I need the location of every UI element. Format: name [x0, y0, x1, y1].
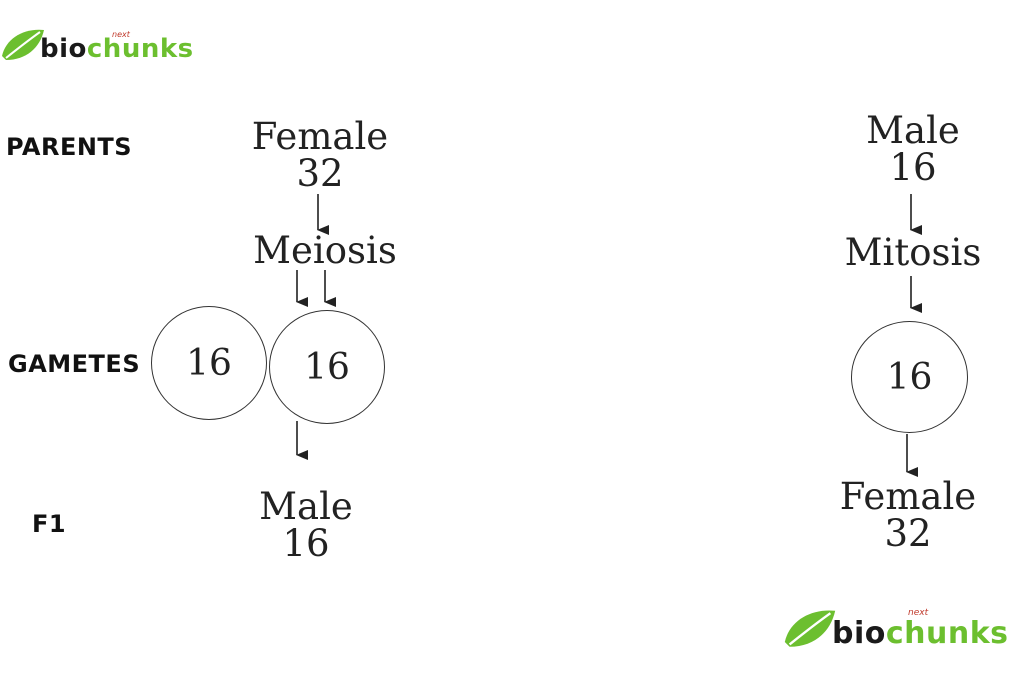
logo-text-chunks: chunks [86, 34, 194, 64]
logo-text-chunks: chunks [885, 616, 1009, 651]
left-gamete-1: 16 [151, 306, 267, 420]
leaf-icon [784, 610, 836, 647]
left-offspring-sex: Male [259, 485, 353, 528]
left-process: Meiosis [253, 229, 397, 272]
leaf-icon [2, 29, 44, 60]
left-parent: Female 32 [220, 118, 420, 192]
left-offspring: Male 16 [206, 488, 406, 562]
logo-text-bio: bio [832, 616, 886, 651]
left-gamete-2-number: 16 [304, 346, 350, 388]
logo-bottom: next biochunks [782, 606, 1018, 656]
left-gamete-1-number: 16 [186, 342, 232, 384]
right-gamete-number: 16 [886, 356, 933, 398]
logo-tagline: next [112, 30, 130, 39]
right-offspring-number: 32 [884, 512, 932, 555]
logo-top: next biochunks [0, 26, 200, 70]
right-parent-number: 16 [889, 146, 937, 189]
right-process: Mitosis [844, 231, 982, 274]
logo-tagline: next [908, 608, 929, 618]
row-label-f1: F1 [32, 510, 67, 538]
right-parent: Male 16 [813, 112, 1013, 186]
logo-text-bio: bio [40, 34, 87, 64]
right-parent-sex: Male [866, 109, 960, 152]
left-parent-sex: Female [251, 115, 389, 158]
left-offspring-number: 16 [282, 522, 330, 565]
left-parent-number: 32 [296, 152, 344, 195]
row-label-gametes: GAMETES [8, 350, 141, 378]
left-gamete-2: 16 [269, 310, 385, 424]
right-offspring: Female 32 [803, 478, 1013, 552]
row-label-parents: PARENTS [6, 133, 133, 161]
right-gamete: 16 [851, 321, 968, 433]
right-offspring-sex: Female [839, 475, 977, 518]
